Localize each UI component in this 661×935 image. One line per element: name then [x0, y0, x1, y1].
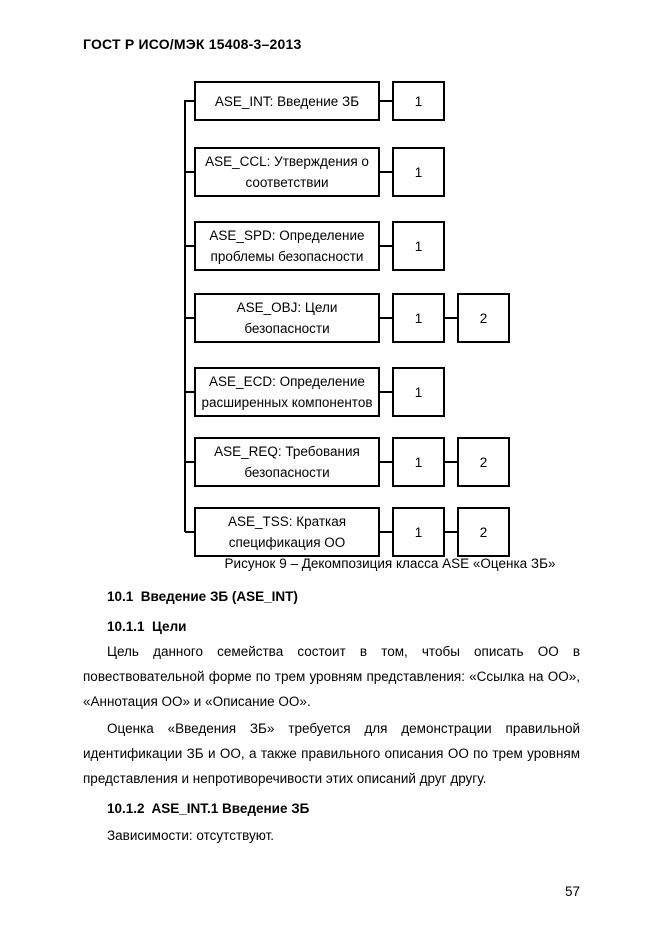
- dependencies-note: Зависимости: отсутствуют.: [107, 828, 275, 843]
- connector-line: [185, 391, 194, 393]
- document-header: ГОСТ Р ИСО/МЭК 15408-3–2013: [83, 36, 302, 52]
- connector-line: [185, 317, 194, 319]
- component-box: 1: [392, 437, 445, 487]
- family-label-line: расширенных компонентов: [201, 395, 373, 410]
- spine-line: [184, 100, 186, 532]
- family-label-line: ASE_REQ: Требования: [214, 444, 360, 459]
- section-heading-10-1-2: 10.1.2 ASE_INT.1 Введение ЗБ: [107, 801, 310, 816]
- connector-line: [185, 100, 194, 102]
- diagram-row-ase-ccl: ASE_CCL: Утверждения о соответствии 1: [185, 147, 445, 197]
- family-box: ASE_INT: Введение ЗБ: [194, 81, 380, 121]
- component-box: 1: [392, 293, 445, 343]
- body-text: 10.1 Введение ЗБ (ASE_INT) 10.1.1 Цели Ц…: [83, 584, 580, 848]
- family-label-line: ASE_INT: Введение ЗБ: [214, 93, 360, 109]
- family-label-line: ASE_SPD: Определение: [209, 228, 365, 243]
- family-label-line: ASE_ECD: Определение: [209, 374, 365, 389]
- connector-line: [445, 317, 457, 319]
- diagram-row-ase-req: ASE_REQ: Требования безопасности 1 2: [185, 437, 510, 487]
- family-box: ASE_ECD: Определение расширенных компоне…: [194, 367, 380, 417]
- connector-line: [380, 461, 392, 463]
- family-label-line: проблемы безопасности: [210, 249, 364, 264]
- family-label-line: ASE_CCL: Утверждения о: [205, 154, 369, 169]
- diagram-row-ase-tss: ASE_TSS: Краткая спецификация ОО 1 2: [185, 507, 510, 557]
- connector-line: [380, 391, 392, 393]
- connector-line: [380, 531, 392, 533]
- family-label-line: спецификация ОО: [228, 535, 346, 550]
- diagram-row-ase-ecd: ASE_ECD: Определение расширенных компоне…: [185, 367, 445, 417]
- ase-decomposition-diagram: ASE_INT: Введение ЗБ 1 ASE_CCL: Утвержде…: [184, 81, 556, 571]
- component-box: 2: [457, 437, 510, 487]
- family-label-line: ASE_TSS: Краткая: [227, 514, 347, 529]
- connector-line: [185, 531, 194, 533]
- family-label-line: безопасности: [244, 321, 330, 336]
- connector-line: [380, 245, 392, 247]
- connector-line: [185, 245, 194, 247]
- component-box: 2: [457, 293, 510, 343]
- family-box: ASE_OBJ: Цели безопасности: [194, 293, 380, 343]
- family-box: ASE_REQ: Требования безопасности: [194, 437, 380, 487]
- component-box: 1: [392, 367, 445, 417]
- connector-line: [185, 461, 194, 463]
- family-label-line: соответствии: [245, 175, 329, 190]
- paragraph: Цель данного семейства состоит в том, чт…: [83, 644, 580, 709]
- component-box: 1: [392, 147, 445, 197]
- component-box: 1: [392, 221, 445, 271]
- section-heading-10-1-1: 10.1.1 Цели: [107, 619, 187, 634]
- paragraph: Оценка «Введения ЗБ» требуется для демон…: [83, 721, 580, 786]
- page-number: 57: [564, 884, 580, 899]
- connector-line: [445, 531, 457, 533]
- connector-line: [380, 171, 392, 173]
- diagram-row-ase-int: ASE_INT: Введение ЗБ 1: [185, 81, 445, 121]
- connector-line: [380, 317, 392, 319]
- family-label-line: безопасности: [244, 465, 330, 480]
- component-box: 2: [457, 507, 510, 557]
- figure-caption: Рисунок 9 – Декомпозиция класса ASE «Оце…: [224, 556, 556, 571]
- diagram-row-ase-spd: ASE_SPD: Определение проблемы безопаснос…: [185, 221, 445, 271]
- connector-line: [185, 171, 194, 173]
- component-box: 1: [392, 81, 445, 121]
- connector-line: [380, 100, 392, 102]
- family-box: ASE_CCL: Утверждения о соответствии: [194, 147, 380, 197]
- connector-line: [445, 461, 457, 463]
- family-box: ASE_TSS: Краткая спецификация ОО: [194, 507, 380, 557]
- section-heading-10-1: 10.1 Введение ЗБ (ASE_INT): [107, 589, 298, 604]
- family-label-line: ASE_OBJ: Цели: [236, 300, 338, 315]
- component-box: 1: [392, 507, 445, 557]
- family-box: ASE_SPD: Определение проблемы безопаснос…: [194, 221, 380, 271]
- diagram-row-ase-obj: ASE_OBJ: Цели безопасности 1 2: [185, 293, 510, 343]
